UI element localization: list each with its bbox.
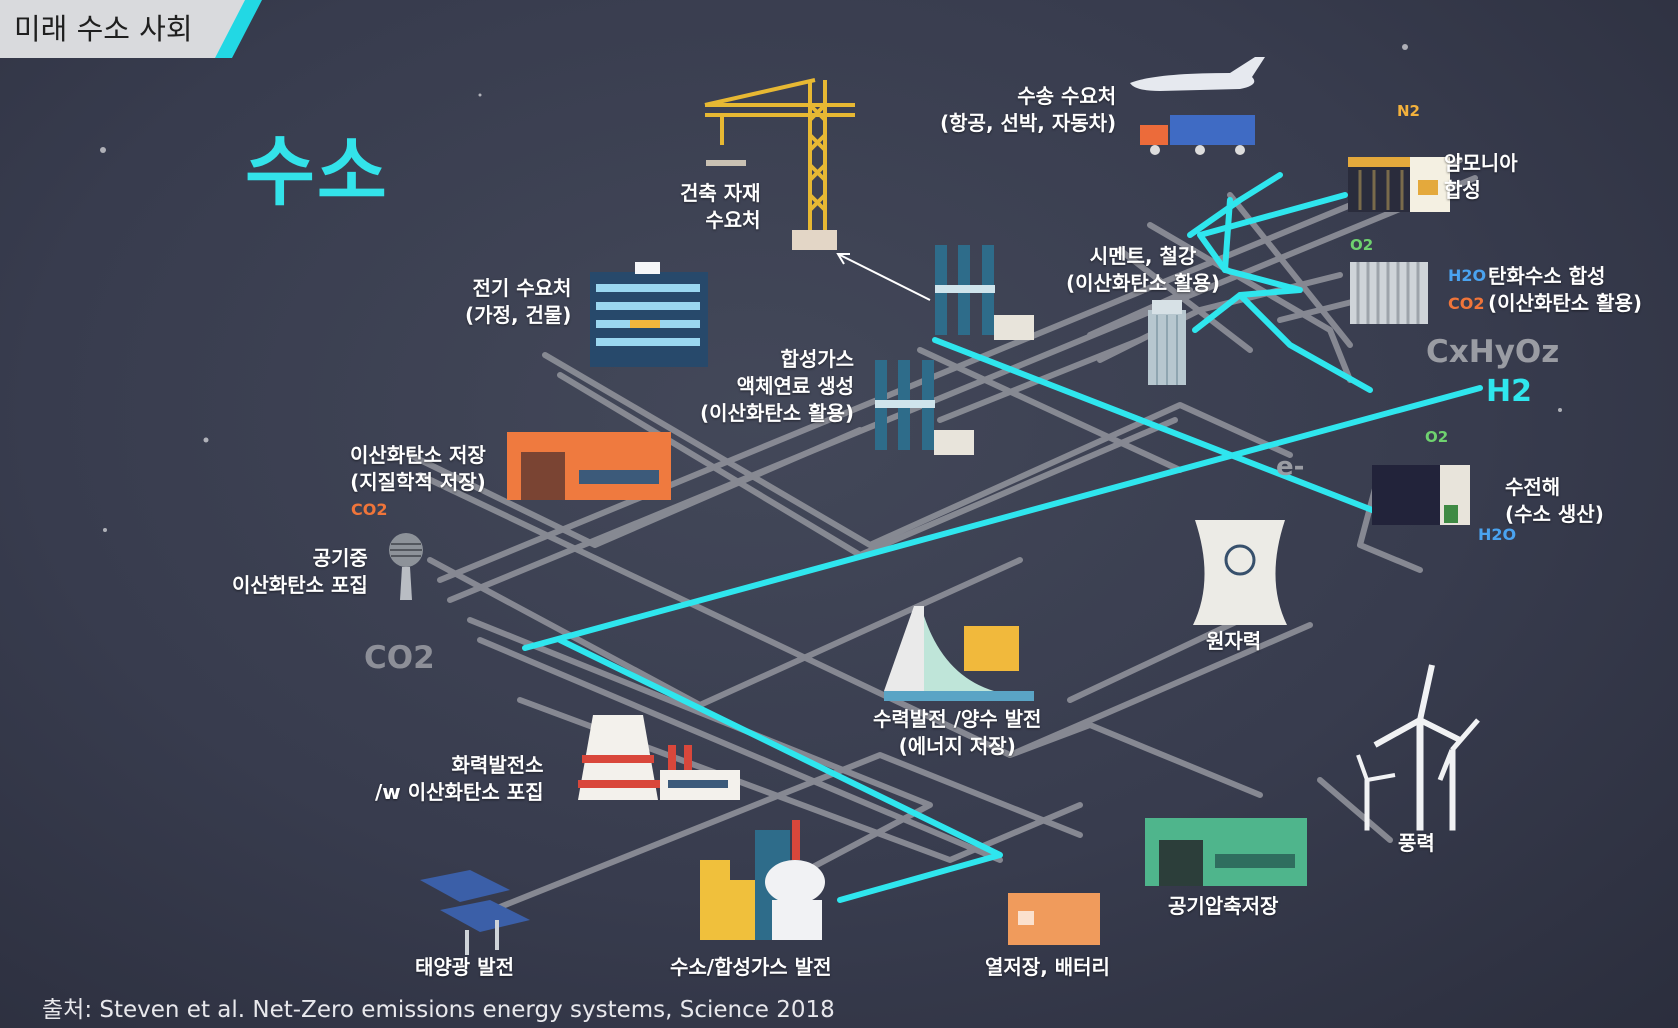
main-title: 수소 bbox=[245, 127, 389, 216]
label-electricity: 전기 수요처(가정, 건물) bbox=[465, 276, 572, 327]
air-capture-icon bbox=[389, 533, 423, 600]
label-h2-power: 수소/합성가스 발전 bbox=[670, 955, 832, 979]
ammonia-factory-icon bbox=[1348, 157, 1450, 212]
hydrogen-power-plant-icon bbox=[700, 820, 825, 940]
label-nuclear: 원자력 bbox=[1206, 629, 1262, 653]
truck-icon bbox=[1140, 115, 1255, 155]
background-stars bbox=[100, 44, 1562, 532]
label-electrolysis: 수전해(수소 생산) bbox=[1505, 475, 1604, 526]
source-citation: 출처: Steven et al. Net-Zero emissions ene… bbox=[42, 997, 835, 1023]
airplane-icon bbox=[1130, 57, 1265, 91]
label-compressed-air: 공기압축저장 bbox=[1168, 894, 1279, 918]
label-heat-storage: 열저장, 배터리 bbox=[985, 955, 1110, 979]
chem-n2: N2 bbox=[1397, 102, 1420, 120]
grey-pipes bbox=[407, 157, 1478, 918]
label-transport: 수송 수요처(항공, 선박, 자동차) bbox=[940, 84, 1117, 135]
label-thermal: 화력발전소/w 이산화탄소 포집 bbox=[375, 753, 544, 804]
flow-label-h2: H2 bbox=[1486, 374, 1532, 409]
chem-o2-electrolysis: O2 bbox=[1425, 428, 1449, 446]
syngas-plant-icon bbox=[875, 360, 974, 455]
hydrocarbon-plant-icon bbox=[1350, 262, 1428, 324]
flow-label-cxhyoz: CxHyOz bbox=[1426, 334, 1560, 370]
label-solar: 태양광 발전 bbox=[415, 955, 514, 979]
compressed-air-storage-icon bbox=[1145, 818, 1307, 886]
battery-icon bbox=[1008, 893, 1100, 945]
solar-panel-icon bbox=[420, 870, 530, 955]
flow-label-electron: e- bbox=[1276, 452, 1305, 482]
chem-h2o-electrolysis: H2O bbox=[1478, 525, 1517, 544]
thermal-power-plant-icon bbox=[578, 715, 740, 800]
label-hydrocarbon: 탄화수소 합성(이산화탄소 활용) bbox=[1488, 264, 1643, 315]
page-title: 미래 수소 사회 bbox=[14, 12, 193, 46]
chem-co2-top: CO2 bbox=[1448, 294, 1485, 313]
flow-arrows bbox=[836, 253, 931, 301]
apartment-building-icon bbox=[590, 262, 708, 367]
cement-silo-icon bbox=[1148, 300, 1186, 385]
chem-o2-top: O2 bbox=[1350, 236, 1374, 254]
hydrogen-lines bbox=[522, 172, 1483, 903]
flow-label-co2: CO2 bbox=[364, 640, 435, 676]
chem-h2o-top: H2O bbox=[1448, 266, 1487, 285]
refinery-icon bbox=[935, 245, 1034, 340]
label-co2-storage: 이산화탄소 저장(지질학적 저장) bbox=[350, 443, 486, 494]
co2-storage-warehouse-icon bbox=[507, 432, 671, 500]
label-wind: 풍력 bbox=[1398, 831, 1435, 855]
nuclear-tower-icon bbox=[1193, 520, 1287, 625]
label-hydro: 수력발전 /양수 발전(에너지 저장) bbox=[873, 707, 1042, 758]
crane-icon bbox=[704, 78, 855, 250]
electrolysis-plant-icon bbox=[1372, 465, 1470, 525]
hydro-dam-icon bbox=[884, 606, 1034, 701]
title-tab bbox=[0, 0, 262, 58]
chem-co2-capture: CO2 bbox=[351, 500, 388, 519]
wind-turbine-icon bbox=[1356, 664, 1480, 831]
label-cement: 시멘트, 철강(이산화탄소 활용) bbox=[1066, 244, 1221, 295]
